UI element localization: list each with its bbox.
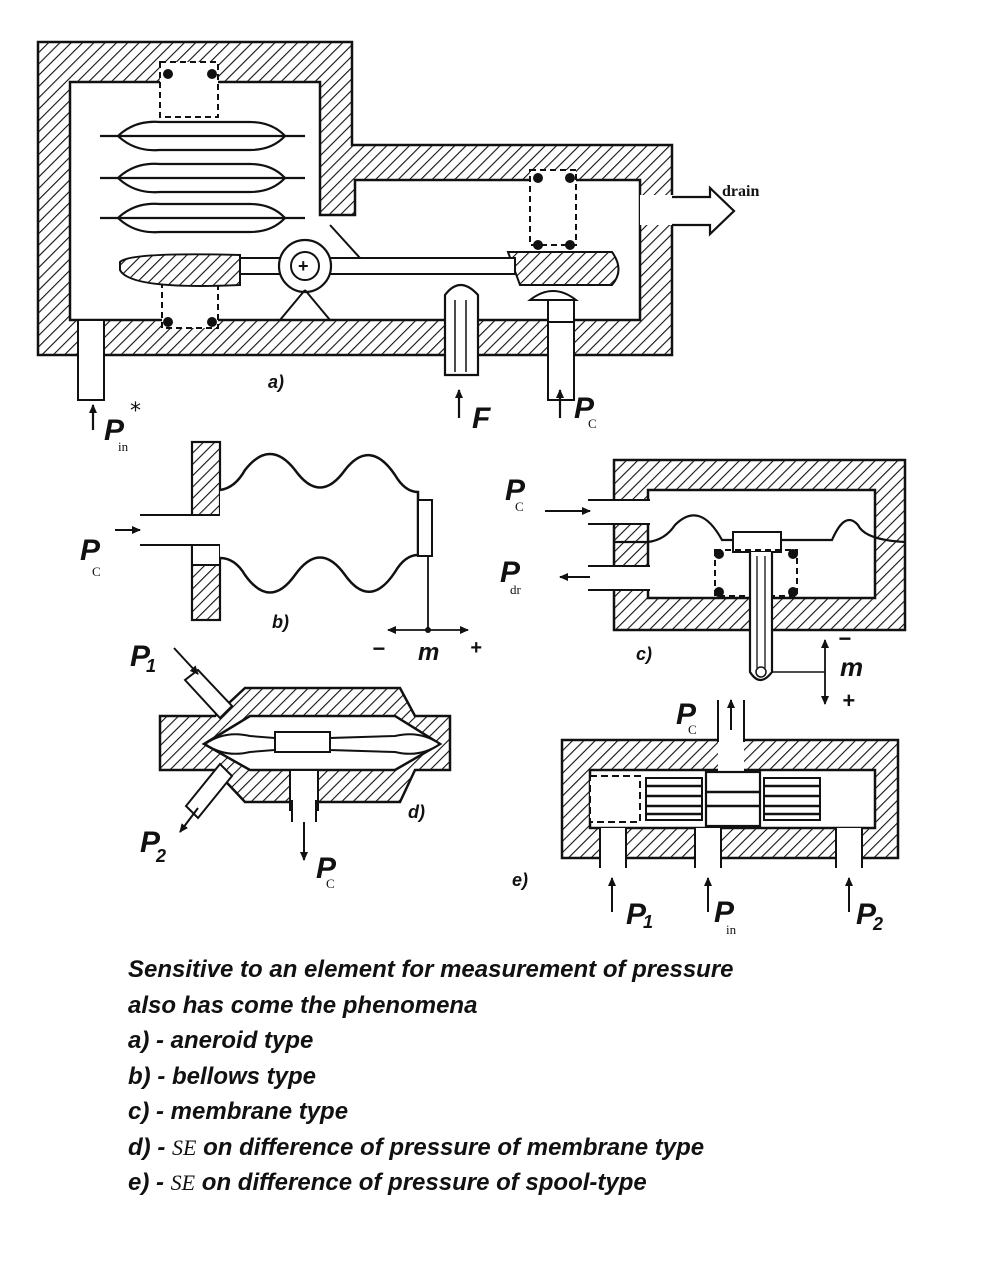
diagram-a-aneroid: + [36,40,736,430]
plus-c: + [842,688,855,713]
caption-line-3: a) - aneroid type [128,1027,314,1054]
caption-line-7-text: on difference of pressure of spool-type [195,1169,647,1196]
caption-line-4: b) - bellows type [128,1062,317,1090]
p2-symbol-e: P [856,898,877,931]
p-dr-symbol-c: P [500,556,521,589]
p2-subscript-d: 2 [155,846,166,866]
diagram-e-spool [560,699,900,912]
caption-line-1: Sensitive to an element for measurement … [128,956,734,983]
minus-b: − [372,636,385,661]
caption-line-6-prefix: d) - [128,1133,172,1161]
caption-line-6: d) - SE on difference of pressure of mem… [128,1130,948,1166]
caption-line-7: e) - SE on difference of pressure of spo… [128,1165,948,1201]
asterisk-mark: * [130,399,141,424]
label-d: d) [408,802,425,822]
minus-c: − [838,626,851,651]
p-in-symbol-a: P [104,414,125,447]
caption-line-6-se: SE [171,1134,197,1160]
p-c-subscript-a: C [588,416,597,431]
label-c: c) [636,644,652,664]
caption-line-7-prefix: e) - [128,1169,171,1196]
p-c-subscript-b: C [92,564,101,579]
label-e: e) [512,870,528,890]
caption-line-7-se: SE [170,1170,196,1195]
p-in-symbol-e: P [714,896,735,929]
p-in-subscript-a: in [118,439,129,454]
svg-text:+: + [298,256,309,276]
p1-subscript-d: 1 [146,656,156,676]
caption-block: Sensitive to an element for measurement … [128,952,948,1201]
pressure-sensing-elements-diagram: + drain a) P in * F P C P C b) − [36,40,907,937]
p-c-subscript-d: C [326,876,335,891]
p2-symbol-d: P [140,826,161,859]
label-a: a) [268,372,284,392]
p1-symbol-d: P [130,640,151,673]
p-in-subscript-e: in [726,922,737,937]
diagram-c-membrane [545,458,907,705]
plus-b: + [470,637,482,659]
force-f-label: F [472,402,491,435]
p-c-symbol-a: P [574,392,595,425]
diagram-b-bellows [115,440,469,634]
p-c-subscript-c: C [515,499,524,514]
housing-a [36,40,674,357]
p-c-symbol-e: P [676,698,697,731]
p2-subscript-e: 2 [872,914,883,934]
caption-line-2: also has come the phenomena [128,991,478,1019]
label-b: b) [272,612,289,632]
p-dr-subscript-c: dr [510,582,522,597]
m-label-b: m [418,639,439,666]
m-label-c: m [840,652,863,682]
p1-symbol-e: P [626,898,647,931]
caption-line-6-text: on difference of pressure of membrane ty… [196,1133,705,1161]
p-c-symbol-d: P [316,852,337,885]
p-c-symbol-c: P [505,474,526,507]
drain-label: drain [722,183,759,200]
p1-subscript-e: 1 [643,912,653,932]
p-c-symbol-b: P [80,534,101,567]
caption-line-5: c) - membrane type [128,1098,349,1125]
diagram-d-diff-membrane [158,647,452,861]
p-c-subscript-e: C [688,722,697,737]
